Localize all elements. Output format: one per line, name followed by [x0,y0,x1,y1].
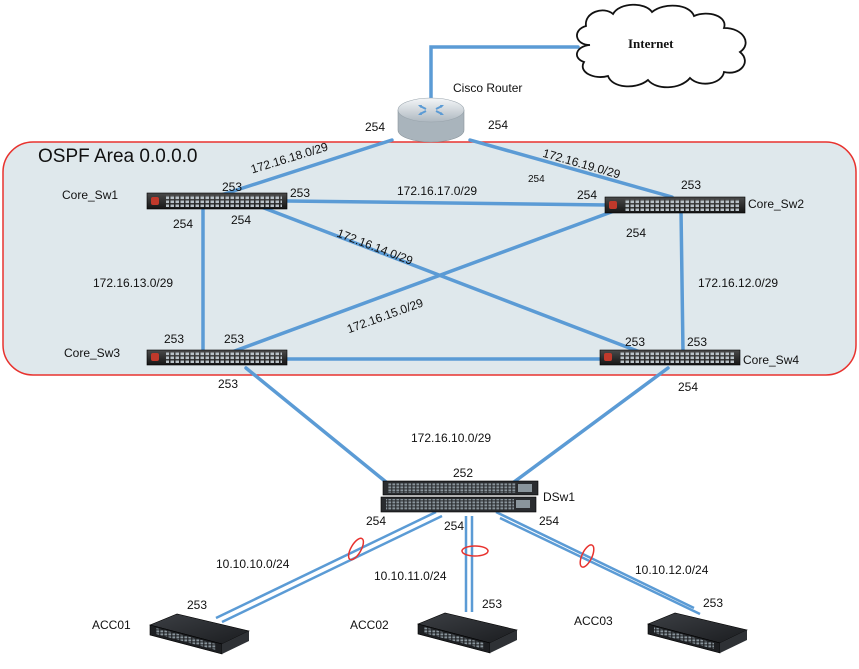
acc01-label: ACC01 [92,618,131,632]
acc02-port: 253 [482,597,503,611]
core-sw3-port-bottom: 253 [218,377,239,391]
link-sw3-dsw1 [244,366,388,484]
link-router-sw1 [216,138,394,198]
internet-label: Internet [628,36,674,51]
core-sw4-port-left: 253 [625,335,646,349]
core-sw2-device-icon [604,196,746,214]
links [201,45,685,484]
link-router-sw2 [468,138,674,199]
acc02-device-icon [417,612,518,654]
dsw1-port-left: 254 [366,514,387,528]
dsw1-port-right: 254 [539,514,560,528]
lag-links [215,510,701,624]
acc03-device-icon [647,612,748,654]
link-sw4-dsw1 [512,366,670,484]
link-sw1-sw4 [262,206,642,354]
core-sw3-port-left: 253 [164,332,185,346]
router-port-left: 254 [365,120,386,134]
acc01-port: 253 [187,598,208,612]
acc03-label: ACC03 [574,614,613,628]
core-sw3-device-icon [146,349,288,366]
lag-rings [347,537,595,568]
core-sw1-device-icon [146,192,288,210]
core-sw2-label: Core_Sw2 [748,197,805,211]
subnet-dsw-core: 172.16.10.0/29 [411,431,492,445]
router-port-right: 254 [488,118,509,132]
acc03-port: 253 [703,596,724,610]
link-router-internet [429,45,580,102]
core-sw4-port-bottom: 254 [678,380,699,394]
link-sw2-sw4 [679,208,685,354]
acc01-device-icon [149,613,250,655]
core-sw1-port-right: 253 [290,186,311,200]
core-sw2-port-bottom: 254 [626,226,647,240]
core-sw4-label: Core_Sw4 [743,353,800,367]
dsw1-label: DSw1 [543,490,576,504]
dsw1-device-icon [380,480,539,513]
core-sw1-port-top: 253 [222,180,243,194]
router-label: Cisco Router [453,81,523,95]
core-sw3-label: Core_Sw3 [64,346,121,360]
core-sw1-port-bottom-left: 254 [173,217,194,231]
ospf-area-title: OSPF Area 0.0.0.0 [38,146,198,167]
core-sw4-port-right: 253 [687,335,708,349]
core-sw3-port-right: 253 [224,332,245,346]
subnet-dsw-acc01: 10.10.10.0/24 [216,557,290,571]
acc02-label: ACC02 [350,618,389,632]
subnet-dsw-acc03: 10.10.12.0/24 [635,563,709,577]
subnet-sw1-sw2: 172.16.17.0/29 [397,184,478,198]
internet-cloud-icon [576,3,747,89]
dsw1-port-top: 252 [453,466,474,480]
ospf-area-region [2,141,857,376]
subnet-dsw-acc02: 10.10.11.0/24 [374,569,447,583]
subnet-sw2-sw4: 172.16.12.0/29 [698,276,779,290]
core-sw2-port-mid: 254 [528,174,545,185]
link-sw2-sw3 [230,209,616,354]
core-sw1-port-bottom-right: 254 [231,213,252,227]
core-sw4-device-icon [599,349,741,366]
core-sw1-label: Core_Sw1 [62,188,119,202]
cisco-router-icon [397,97,465,143]
link-sw1-sw2 [285,199,610,207]
subnet-sw1-sw3: 172.16.13.0/29 [93,276,174,290]
core-sw2-port-top: 253 [681,178,702,192]
core-sw2-port-left: 254 [577,188,598,202]
dsw1-port-mid: 254 [444,519,465,533]
